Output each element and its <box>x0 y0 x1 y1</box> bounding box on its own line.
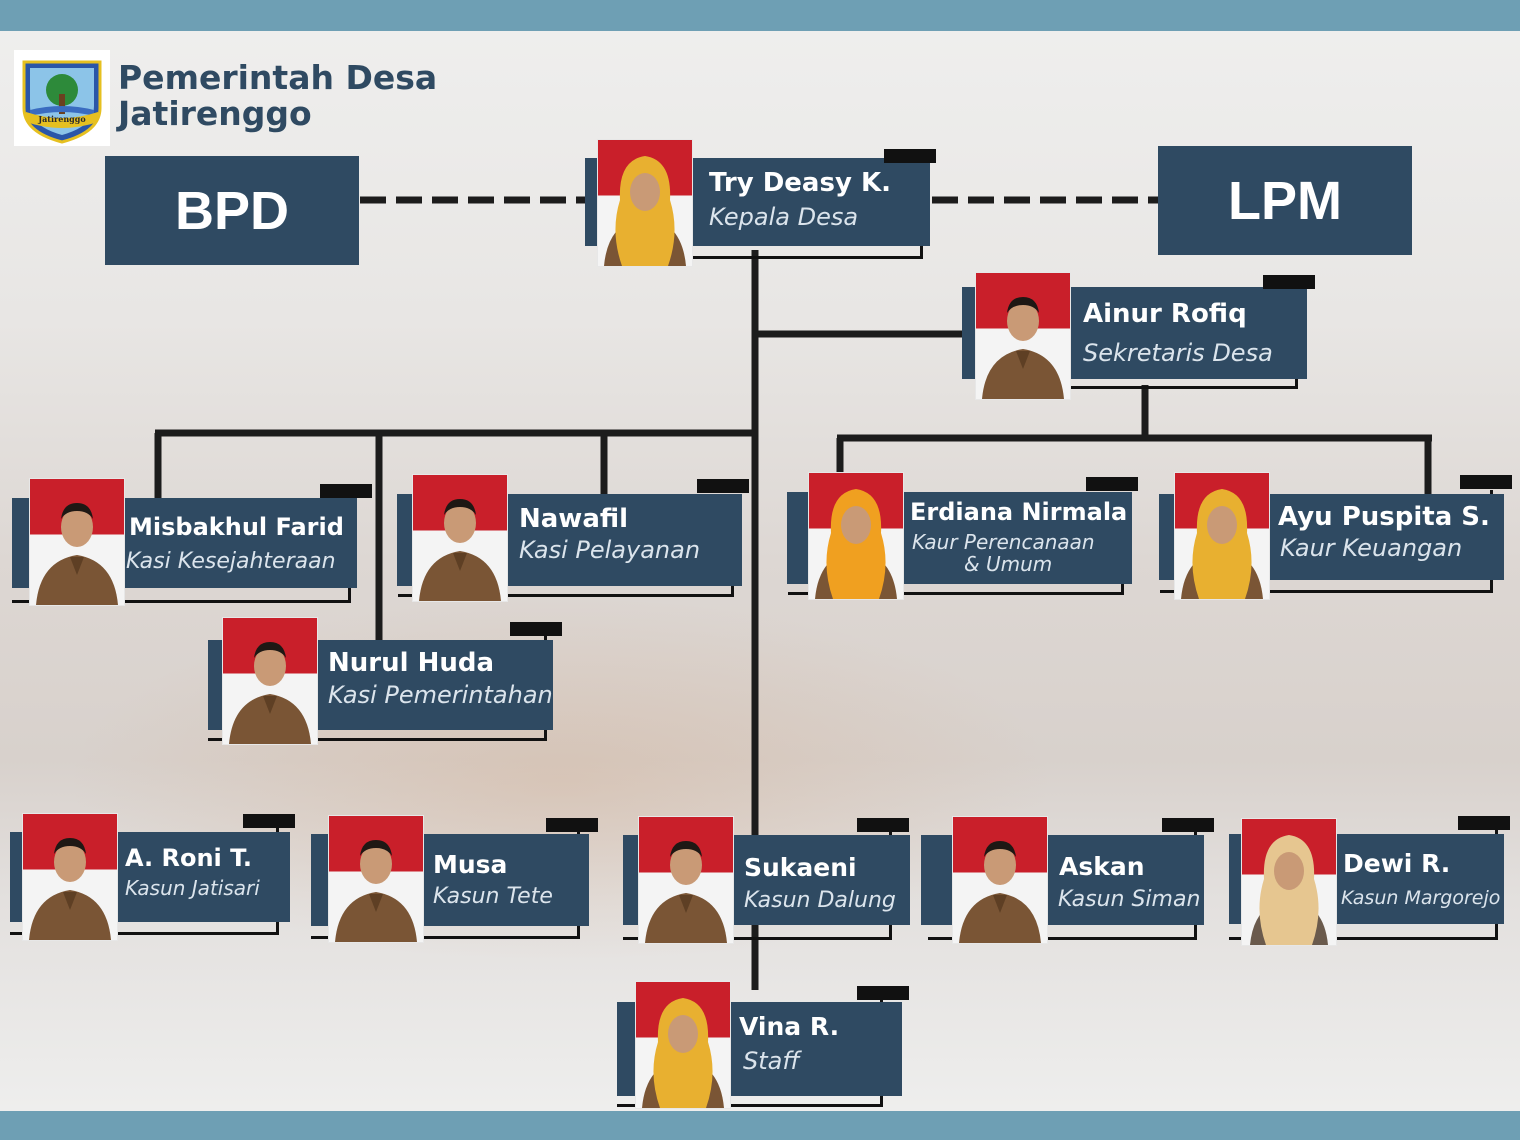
person-name: Dewi R. <box>1343 849 1451 878</box>
photo-kaur-perencanaan <box>808 472 904 600</box>
person-role: Kasun Jatisari <box>125 876 260 900</box>
person-role: Staff <box>743 1047 800 1075</box>
person-name: Misbakhul Farid <box>129 513 344 541</box>
person-name: Ayu Puspita S. <box>1278 502 1490 532</box>
person-role: Kasun Dalung <box>744 888 896 913</box>
photo-kasun-siman <box>952 816 1048 944</box>
person-name: Ainur Rofiq <box>1083 299 1247 329</box>
photo-kepala-desa <box>597 139 693 267</box>
photo-kasi-pelayanan <box>412 474 508 602</box>
card-tab-kasun-tete <box>546 818 598 832</box>
bpd-box: BPD <box>105 156 359 265</box>
photo-staff <box>635 981 731 1109</box>
card-tab-kasun-siman <box>1162 818 1214 832</box>
person-role: Kasi Pelayanan <box>519 536 701 564</box>
card-tab-kasun-margorejo <box>1458 816 1510 830</box>
card-tab-kaur-perencanaan <box>1086 477 1138 491</box>
person-role: Kasi Kesejahteraan <box>126 549 336 574</box>
card-tab-kasun-dalung <box>857 818 909 832</box>
person-name: Sukaeni <box>744 853 857 882</box>
person-role: Kaur Keuangan <box>1280 534 1463 562</box>
person-name: Erdiana Nirmala <box>910 498 1128 526</box>
person-role: Sekretaris Desa <box>1083 339 1273 367</box>
lpm-box: LPM <box>1158 146 1412 255</box>
photo-sekretaris-desa <box>975 272 1071 400</box>
person-name: Askan <box>1059 852 1145 881</box>
person-role: Kasi Pemerintahan <box>328 681 553 709</box>
logo-text: Jatirenggo <box>37 114 86 124</box>
card-tab-sekretaris-desa <box>1263 275 1315 289</box>
bpd-label: BPD <box>174 180 289 241</box>
card-tab-kasi-kesejahteraan <box>320 484 372 498</box>
person-name: Try Deasy K. <box>709 168 891 198</box>
person-name: Vina R. <box>739 1012 840 1041</box>
person-role: Kasun Tete <box>433 884 553 909</box>
card-tab-staff <box>857 986 909 1000</box>
photo-kasun-tete <box>328 815 424 943</box>
photo-kasun-dalung <box>638 816 734 944</box>
photo-kasun-jatisari <box>22 813 118 941</box>
person-role: Kasun Siman <box>1058 887 1201 912</box>
card-tab-kasun-jatisari <box>243 814 295 828</box>
bottom-band <box>0 1111 1520 1140</box>
person-name: A. Roni T. <box>125 844 252 872</box>
lpm-label: LPM <box>1228 170 1342 231</box>
title-line-1: Pemerintah Desa <box>118 58 438 97</box>
person-role-line2: & Umum <box>964 552 1053 576</box>
card-tab-kaur-keuangan <box>1460 475 1512 489</box>
page-title: Pemerintah Desa Jatirenggo <box>118 60 437 132</box>
card-tab-kasi-pelayanan <box>697 479 749 493</box>
photo-kasun-margorejo <box>1241 818 1337 946</box>
photo-kasi-kesejahteraan <box>29 478 125 606</box>
village-logo: Jatirenggo <box>14 50 110 146</box>
person-role: Kasun Margorejo <box>1341 887 1501 909</box>
person-name: Musa <box>433 850 508 879</box>
title-line-2: Jatirenggo <box>118 94 312 133</box>
top-band <box>0 0 1520 31</box>
person-role: Kaur Perencanaan <box>912 530 1095 554</box>
card-tab-kasi-pemerintahan <box>510 622 562 636</box>
person-name: Nawafil <box>519 504 629 534</box>
person-role: Kepala Desa <box>709 203 859 231</box>
card-tab-kepala-desa <box>884 149 936 163</box>
person-name: Nurul Huda <box>328 648 494 678</box>
photo-kasi-pemerintahan <box>222 617 318 745</box>
photo-kaur-keuangan <box>1174 472 1270 600</box>
